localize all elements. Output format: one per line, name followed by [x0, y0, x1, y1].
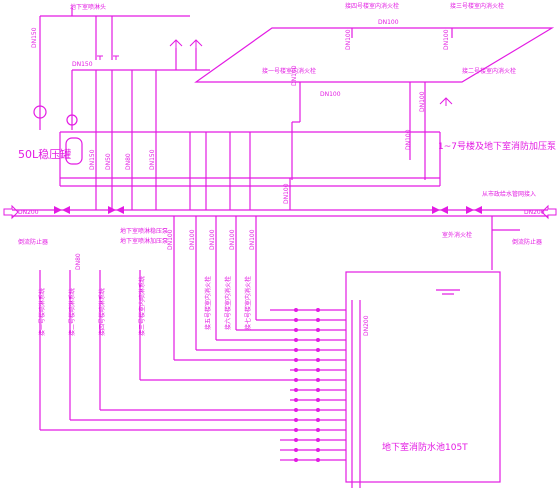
pipe-dn100-j: DN100: [209, 229, 216, 250]
pipe-dn100-v2: DN100: [249, 229, 256, 250]
label-vert-4: 接三号楼室内喷淋系统: [138, 276, 146, 336]
pipe-dn100-c: DN100: [443, 29, 450, 50]
flow-arrows: [3, 204, 557, 220]
pipe-dn100-d: DN100: [291, 65, 298, 86]
pipe-dn100-v3: DN100: [167, 229, 174, 250]
label-vert-2: 接二号楼喷淋系统: [68, 288, 76, 336]
pipe-dn200-pool: DN200: [363, 315, 370, 336]
pressure-tank-shape: [65, 137, 83, 165]
label-pump-group: 1~7号楼及地下室消防加压泵: [438, 140, 556, 152]
label-fire-bldg3: 接三号楼室内消火栓: [450, 2, 504, 10]
label-check-valve-left: 倒流防止器: [18, 238, 48, 246]
label-pump-b: 接六号楼室内消火栓: [224, 276, 232, 330]
pipe-dn100-f: DN100: [419, 91, 426, 112]
pipe-dn50-a: DN50: [105, 153, 112, 170]
label-vert-1: 接一号楼喷淋系统: [38, 288, 46, 336]
sprinkler-icons: [97, 39, 453, 106]
pipe-dn100-e: DN100: [320, 91, 341, 98]
label-fire-bldg1: 接一号楼室内消火栓: [262, 67, 316, 75]
pipe-dn100-g: DN100: [405, 129, 412, 150]
pipe-dn100-a: DN100: [378, 19, 399, 26]
fire-pool: [345, 271, 501, 483]
pipe-dn200-right: DN200: [524, 209, 545, 216]
label-fire-hydrant-outdoor: 室外消火栓: [442, 231, 472, 239]
label-pump-c: 接七号楼室内消火栓: [244, 276, 252, 330]
pipe-dn150-v: DN150: [89, 149, 96, 170]
pipe-dn100-b: DN100: [345, 29, 352, 50]
pipe-dn200-left: DN200: [18, 209, 39, 216]
label-pump-a: 接五号楼室内消火栓: [204, 276, 212, 330]
label-fire-bldg2: 接二号楼室内消火栓: [462, 67, 516, 75]
label-pressure-tank: 50L稳压罐: [18, 147, 71, 161]
pipe-dn150-a: DN150: [31, 27, 38, 48]
pipe-dn150-c: DN150: [149, 149, 156, 170]
pipe-dn100-h: DN100: [283, 183, 290, 204]
pipe-dn80-a: DN80: [125, 153, 132, 170]
pipe-dn100-i: DN100: [189, 229, 196, 250]
gauge-icon: [33, 105, 47, 119]
label-pool: 地下室消防水池105T: [382, 441, 468, 453]
gauge-icon-2: [66, 114, 78, 126]
suction-manifold: [39, 240, 290, 461]
label-from-fire-truck: 从市政给水管网接入: [482, 190, 536, 198]
valve-bank: [290, 309, 346, 461]
label-fire-bldg4: 接四号楼室内消火栓: [345, 2, 399, 10]
pipe-dn80-b: DN80: [75, 253, 82, 270]
label-underground-spray: 地下室喷淋头: [70, 3, 106, 11]
label-spray-pump-1: 地下室喷淋稳压泵: [120, 227, 168, 235]
pipe-dn100-v1: DN100: [229, 229, 236, 250]
roof-ring-main: [194, 27, 555, 83]
pipe-dn150-b: DN150: [72, 61, 93, 68]
label-check-valve-right: 倒流防止器: [512, 238, 542, 246]
valve-symbols: [54, 206, 482, 462]
label-spray-pump-2: 地下室喷淋加压泵: [120, 237, 168, 245]
label-vert-3: 接四号楼喷淋系统: [98, 288, 106, 336]
